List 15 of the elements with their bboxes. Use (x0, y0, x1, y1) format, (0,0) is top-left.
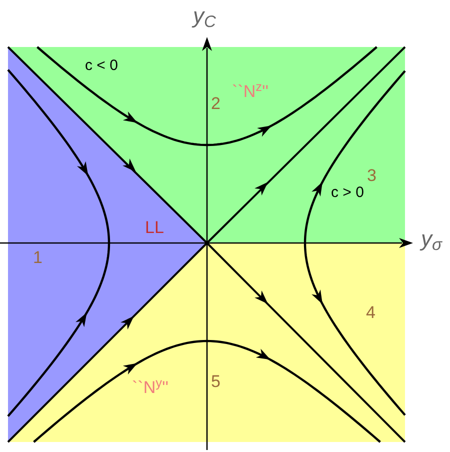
region-number: 5 (211, 373, 220, 390)
phase-region (8, 243, 405, 442)
region-number: 3 (367, 167, 376, 184)
phase-region (8, 47, 405, 243)
phase-label: LL (145, 219, 164, 236)
region-number: 4 (366, 304, 376, 321)
phase-label: ``N$^{y}$'' (132, 379, 168, 396)
condition-label: c > 0 (331, 185, 364, 200)
condition-label: c < 0 (85, 58, 118, 73)
axis-label: y$_{C}$ (193, 5, 216, 27)
region-number: 1 (33, 249, 42, 266)
region-number: 2 (211, 95, 220, 112)
phase-label: ``N$^{z}$'' (232, 83, 268, 100)
axis-label: y$_{σ}$ (421, 228, 442, 250)
phase-region (8, 47, 207, 442)
